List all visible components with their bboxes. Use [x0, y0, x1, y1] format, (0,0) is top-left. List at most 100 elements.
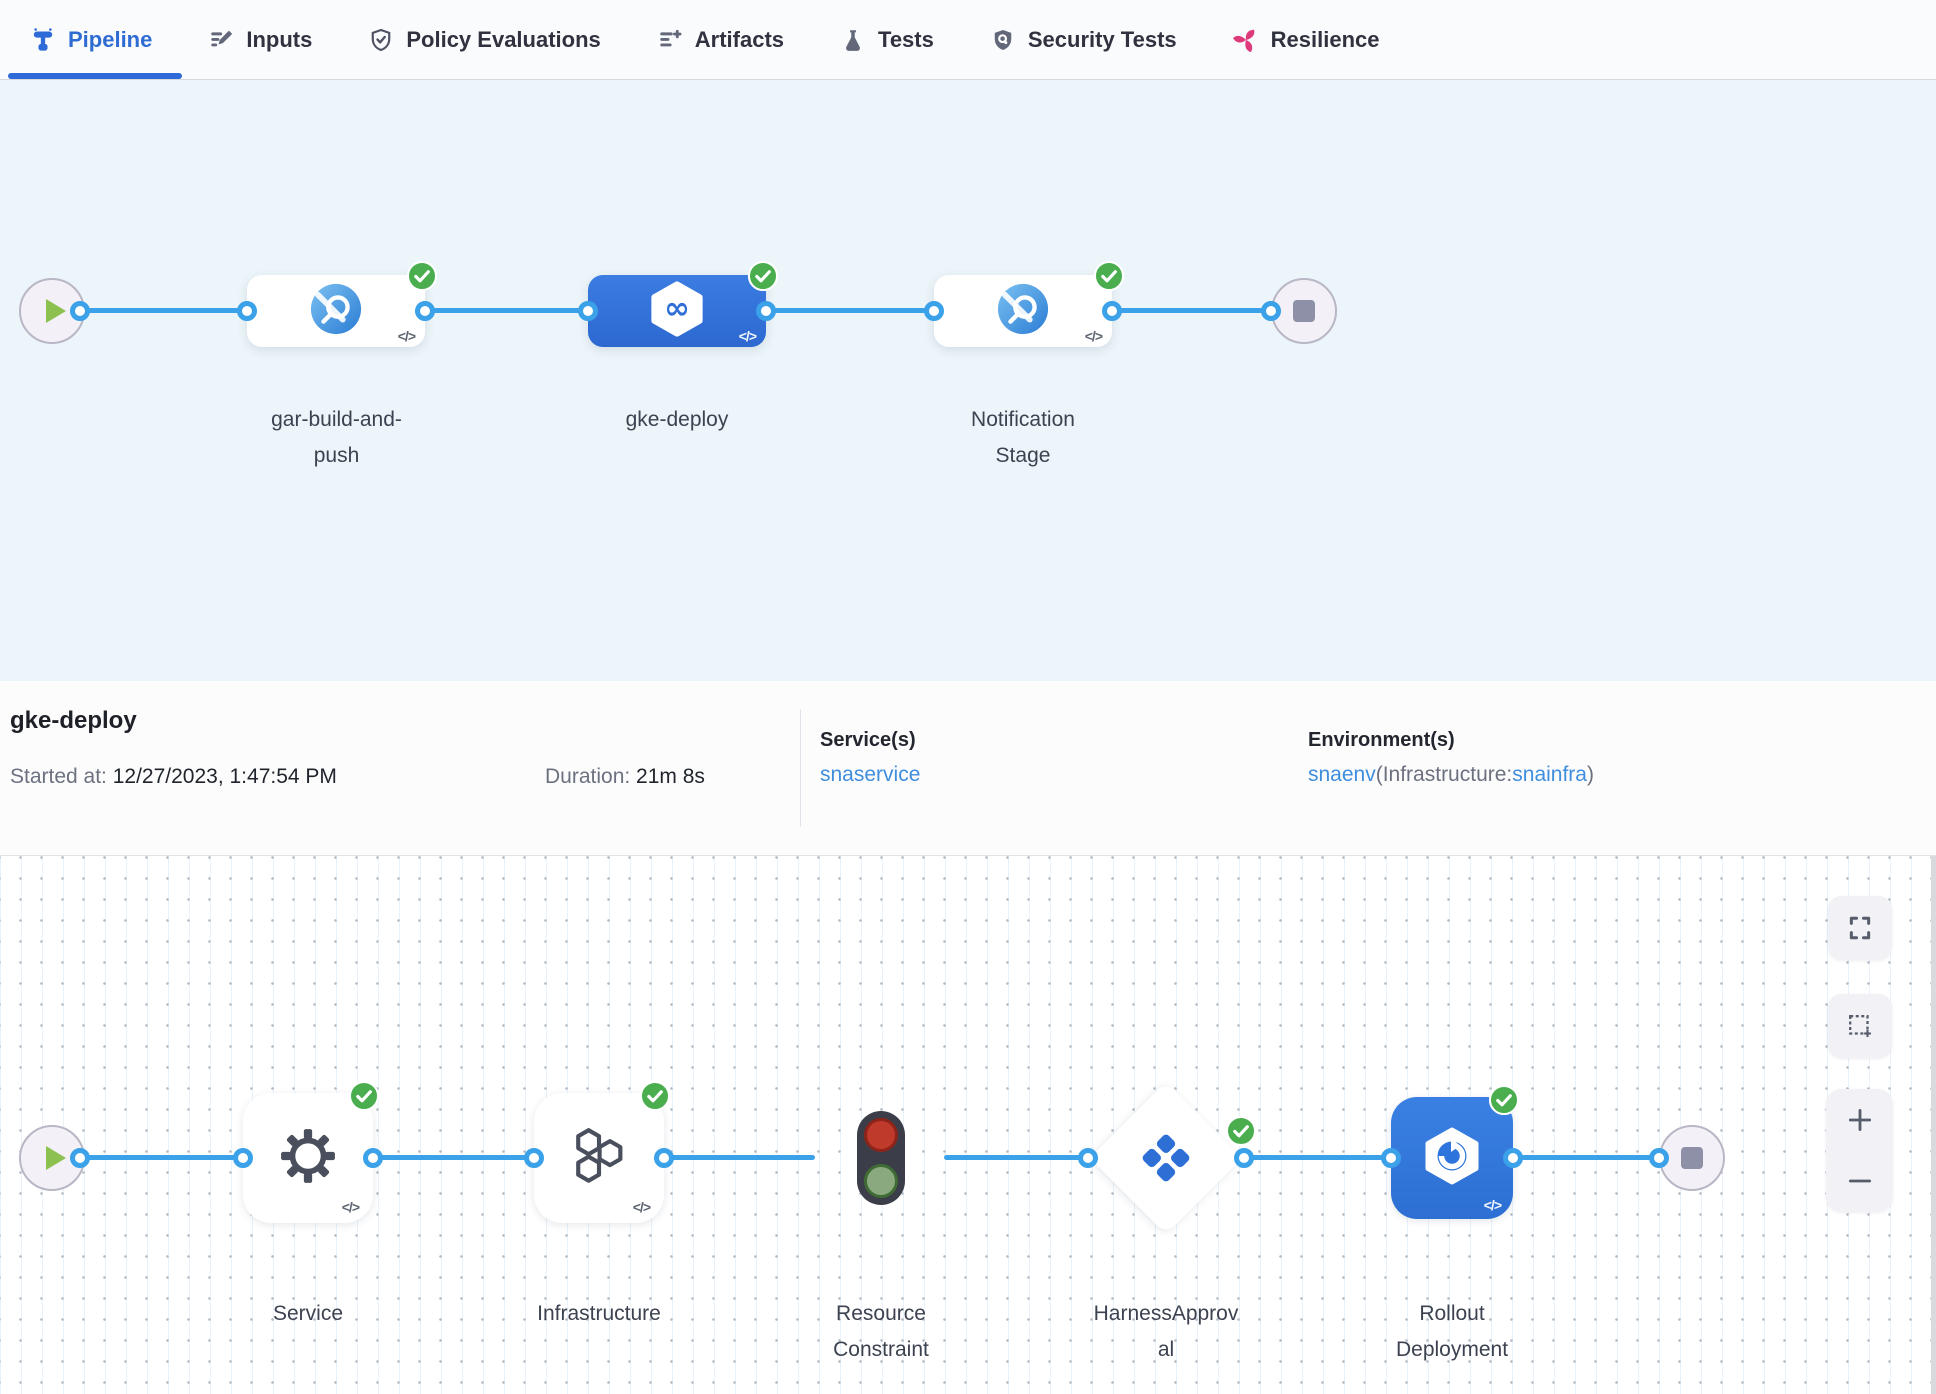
stage-pipeline-canvas[interactable]: </> ∞ </> [0, 80, 1936, 681]
connector-port [415, 301, 435, 321]
success-check-icon [349, 1081, 379, 1111]
success-check-icon [748, 261, 778, 291]
connector-port [1381, 1148, 1401, 1168]
tab-label: Security Tests [1027, 26, 1177, 52]
edge [1112, 308, 1271, 313]
tab-security-tests[interactable]: Security Tests [990, 0, 1177, 79]
stop-icon [1293, 300, 1315, 322]
step-node-service[interactable]: </> [243, 1081, 379, 1223]
svg-text:∞: ∞ [664, 290, 690, 326]
edge [944, 1155, 1088, 1160]
code-glyph: </> [397, 328, 416, 344]
started-at-value: 12/27/2023, 1:47:54 PM [106, 765, 337, 788]
pipeline-end-node[interactable] [1271, 278, 1337, 344]
zoom-out-button[interactable] [1826, 1151, 1893, 1213]
edge [80, 308, 247, 313]
duration-label: Duration: [545, 765, 637, 788]
stop-icon [1681, 1147, 1703, 1169]
edge [373, 1155, 534, 1160]
code-glyph: </> [341, 1199, 360, 1215]
edge [425, 308, 588, 313]
service-link[interactable]: snaservice [820, 763, 921, 786]
success-check-icon [407, 261, 437, 291]
connector-port [524, 1148, 544, 1168]
step-label[interactable]: Service [272, 1302, 344, 1325]
shield-check-icon [368, 27, 394, 53]
step-node-rollout-deployment[interactable]: </> [1391, 1085, 1519, 1219]
fullscreen-icon [1849, 916, 1871, 940]
tab-artifacts[interactable]: Artifacts [657, 0, 784, 79]
play-icon [45, 299, 66, 323]
stage-node-gar-build-and-push[interactable]: </> [247, 261, 437, 347]
started-at: Started at: 12/27/2023, 1:47:54 PM [10, 765, 337, 789]
code-glyph: </> [1483, 1197, 1502, 1213]
stage-label[interactable]: Notification Stage [971, 408, 1075, 467]
infrastructure-prefix: (Infrastructure: [1375, 763, 1513, 786]
edge [1244, 1155, 1391, 1160]
stage-label[interactable]: gar-build-and-push [271, 408, 402, 467]
play-icon [45, 1146, 66, 1170]
cd-stage-icon: ∞ [648, 280, 706, 343]
stage-label[interactable]: gke-deploy [625, 408, 729, 431]
fullscreen-button[interactable] [1828, 896, 1892, 960]
shield-scan-icon [990, 27, 1016, 53]
infrastructure-suffix: ) [1586, 763, 1594, 786]
duration-value: 21m 8s [636, 765, 705, 788]
tab-pipeline[interactable]: Pipeline [7, 0, 183, 79]
zoom-controls [1826, 1089, 1893, 1212]
step-label[interactable]: Rollout Deployment [1395, 1302, 1509, 1361]
scrollbar-track[interactable] [1931, 856, 1936, 1394]
execution-graph-canvas[interactable]: </> </> [0, 856, 1936, 1394]
infrastructure-name[interactable]: snainfra [1512, 763, 1587, 786]
flask-icon [840, 27, 866, 53]
step-node-resource-constraint[interactable] [857, 1111, 905, 1205]
tab-inputs[interactable]: Inputs [208, 0, 312, 79]
traffic-light-green [864, 1164, 898, 1198]
connector-port [578, 301, 598, 321]
hexagons-icon [569, 1126, 629, 1191]
success-check-icon [640, 1081, 670, 1111]
edge [664, 1155, 815, 1160]
divider [800, 709, 801, 827]
edge [80, 1155, 243, 1160]
tab-label: Pipeline [68, 26, 153, 52]
stage-node-notification-stage[interactable]: </> [934, 261, 1124, 347]
code-glyph: </> [1084, 328, 1103, 344]
environment-name[interactable]: snaenv [1308, 763, 1376, 786]
execution-end-node[interactable] [1659, 1125, 1725, 1191]
step-node-harness-approval[interactable] [1089, 1081, 1243, 1235]
step-node-infrastructure[interactable]: </> [534, 1081, 670, 1223]
tab-label: Policy Evaluations [406, 26, 601, 52]
execution-tab-bar: Pipeline Inputs Policy Evaluations [0, 0, 1936, 80]
edge [1513, 1155, 1659, 1160]
tab-label: Inputs [246, 26, 313, 52]
stage-node-gke-deploy[interactable]: ∞ </> [588, 261, 778, 347]
selection-marquee-icon [1849, 1015, 1871, 1037]
list-plus-icon [657, 27, 683, 53]
success-check-icon [1226, 1116, 1256, 1146]
selection-marquee-button[interactable] [1828, 994, 1892, 1058]
selected-stage-title: gke-deploy [10, 707, 137, 734]
connector-port [1649, 1148, 1669, 1168]
gear-icon [279, 1127, 337, 1190]
step-label[interactable]: HarnessApproval [1093, 1302, 1239, 1361]
duration: Duration: 21m 8s [545, 765, 705, 789]
tab-tests[interactable]: Tests [840, 0, 934, 79]
zoom-in-button[interactable] [1826, 1089, 1893, 1151]
code-glyph: </> [632, 1199, 651, 1215]
connector-port [237, 301, 257, 321]
step-label[interactable]: Resource Constraint [833, 1302, 929, 1361]
tab-policy-evaluations[interactable]: Policy Evaluations [368, 0, 601, 79]
environments-label: Environment(s) [1308, 729, 1455, 751]
connector-port [233, 1148, 253, 1168]
environment-link[interactable]: snaenv(Infrastructure:snainfra) [1308, 763, 1594, 787]
tab-resilience[interactable]: Resilience [1232, 0, 1380, 79]
pipeline-icon [30, 27, 56, 53]
step-label[interactable]: Infrastructure [537, 1302, 661, 1325]
connector-port [1503, 1148, 1523, 1168]
rollout-icon [1422, 1126, 1482, 1191]
approval-icon [1138, 1130, 1194, 1186]
tab-label: Resilience [1270, 26, 1380, 52]
connector-port [363, 1148, 383, 1168]
chaos-pinwheel-icon [1232, 27, 1259, 53]
